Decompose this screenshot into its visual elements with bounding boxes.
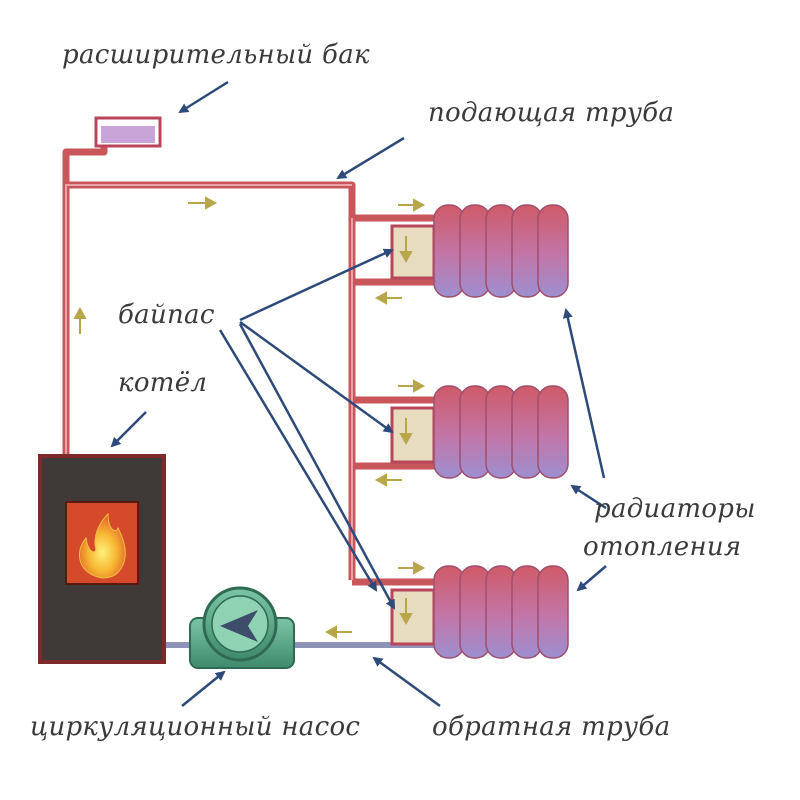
supply-pipe-highlight xyxy=(65,184,353,580)
flow-arrow-icon xyxy=(399,236,413,264)
flow-arrow-icon xyxy=(374,291,402,305)
callout-arrow-radiator-2 xyxy=(570,484,607,510)
callout-arrow-return xyxy=(372,656,441,708)
radiator-3 xyxy=(433,565,569,659)
radiator-1 xyxy=(433,204,569,298)
callout-arrow-bypass-1 xyxy=(239,248,394,322)
pump-direction-icon xyxy=(220,610,258,642)
radiator-2 xyxy=(433,385,569,479)
bypass-box-1 xyxy=(390,224,436,280)
label-expansion-tank: расширительный бак xyxy=(62,40,370,70)
flow-arrow-icon xyxy=(324,625,352,639)
supply-riser xyxy=(62,181,390,455)
label-supply-pipe: подающая труба xyxy=(428,98,675,128)
label-return-pipe: обратная труба xyxy=(432,712,671,742)
label-boiler: котёл xyxy=(118,368,208,398)
bypass-valves xyxy=(390,224,436,646)
label-radiators-line-1: радиаторы xyxy=(594,494,756,524)
flow-arrow-icon xyxy=(399,418,413,446)
fire-icon xyxy=(78,512,126,579)
radiators xyxy=(433,204,569,659)
callout-arrow-bypass-3 xyxy=(238,323,396,610)
callout-arrow-radiator-1 xyxy=(562,308,606,479)
flow-arrow-icon xyxy=(398,379,426,393)
bypass-box-3 xyxy=(390,588,436,646)
callout-arrows xyxy=(110,80,607,708)
bypass-box-2 xyxy=(390,406,436,464)
callout-arrow-boiler xyxy=(110,411,147,448)
flow-arrow-icon xyxy=(399,598,413,626)
flow-arrow-icon xyxy=(188,196,218,210)
flow-arrow-icon xyxy=(73,306,87,334)
flow-arrow-icon xyxy=(374,473,402,487)
callout-arrow-supply xyxy=(336,136,405,180)
boiler xyxy=(38,454,166,664)
label-bypass: байпас xyxy=(118,300,215,330)
label-radiators-line-2: отопления xyxy=(583,532,742,562)
callout-arrow-radiator-3 xyxy=(576,565,607,592)
callout-arrow-bypass-4 xyxy=(218,329,378,592)
callout-arrow-pump xyxy=(181,670,226,707)
circulation-pump xyxy=(189,586,295,669)
callout-arrow-tank xyxy=(178,80,229,114)
expansion-tank xyxy=(94,116,162,148)
flow-arrow-icon xyxy=(398,561,426,575)
label-circulation-pump: циркуляционный насос xyxy=(30,712,361,742)
flow-arrows xyxy=(73,196,426,639)
callout-arrow-bypass-2 xyxy=(239,320,394,434)
flow-arrow-icon xyxy=(398,198,426,212)
